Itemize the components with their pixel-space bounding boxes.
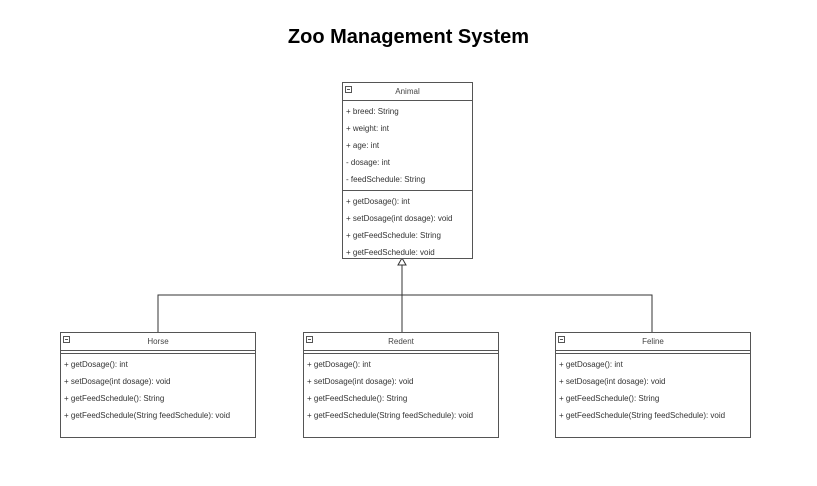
method: + setDosage(int dosage): void bbox=[559, 377, 666, 386]
method: + setDosage(int dosage): void bbox=[307, 377, 414, 386]
collapse-icon[interactable] bbox=[306, 336, 313, 343]
method: + getFeedSchedule: String bbox=[346, 231, 441, 240]
methods-section: + getDosage(): int + setDosage(int dosag… bbox=[343, 191, 472, 263]
collapse-icon[interactable] bbox=[558, 336, 565, 343]
class-redent[interactable]: Redent + getDosage(): int + setDosage(in… bbox=[303, 332, 499, 438]
class-name: Redent bbox=[388, 337, 414, 346]
method: + setDosage(int dosage): void bbox=[64, 377, 171, 386]
collapse-icon[interactable] bbox=[345, 86, 352, 93]
collapse-icon[interactable] bbox=[63, 336, 70, 343]
method: + getFeedSchedule(String feedSchedule): … bbox=[559, 411, 726, 420]
attribute: - feedSchedule: String bbox=[346, 175, 426, 184]
methods-section: + getDosage(): int + setDosage(int dosag… bbox=[556, 354, 750, 426]
attribute: - dosage: int bbox=[346, 158, 391, 167]
class-redent-header: Redent bbox=[304, 333, 498, 350]
method: + getDosage(): int bbox=[307, 360, 371, 369]
method: + getFeedSchedule(String feedSchedule): … bbox=[307, 411, 474, 420]
divider bbox=[343, 190, 472, 191]
attribute: + weight: int bbox=[346, 124, 389, 133]
generalization-arrowhead bbox=[397, 256, 407, 266]
empty-attributes-divider bbox=[304, 350, 498, 354]
method: + getDosage(): int bbox=[64, 360, 128, 369]
divider bbox=[343, 100, 472, 101]
methods-section: + getDosage(): int + setDosage(int dosag… bbox=[304, 354, 498, 426]
class-name: Horse bbox=[147, 337, 169, 346]
empty-attributes-divider bbox=[556, 350, 750, 354]
class-animal[interactable]: Animal + breed: String + weight: int + a… bbox=[342, 82, 473, 259]
connector-feline bbox=[402, 294, 653, 333]
method: + setDosage(int dosage): void bbox=[346, 214, 453, 223]
class-horse-header: Horse bbox=[61, 333, 255, 350]
method: + getDosage(): int bbox=[559, 360, 623, 369]
class-animal-header: Animal bbox=[343, 83, 472, 100]
method: + getFeedSchedule(): String bbox=[64, 394, 165, 403]
empty-attributes-divider bbox=[61, 350, 255, 354]
attribute: + breed: String bbox=[346, 107, 399, 116]
method: + getFeedSchedule(String feedSchedule): … bbox=[64, 411, 231, 420]
class-horse[interactable]: Horse + getDosage(): int + setDosage(int… bbox=[60, 332, 256, 438]
connector-horse bbox=[157, 294, 402, 333]
diagram-title: Zoo Management System bbox=[287, 26, 530, 48]
attributes-section: + breed: String + weight: int + age: int… bbox=[343, 101, 472, 190]
method: + getFeedSchedule: void bbox=[346, 248, 435, 257]
method: + getFeedSchedule(): String bbox=[559, 394, 660, 403]
class-feline[interactable]: Feline + getDosage(): int + setDosage(in… bbox=[555, 332, 751, 438]
class-feline-header: Feline bbox=[556, 333, 750, 350]
class-name: Animal bbox=[395, 87, 420, 96]
class-name: Feline bbox=[642, 337, 664, 346]
method: + getFeedSchedule(): String bbox=[307, 394, 408, 403]
method: + getDosage(): int bbox=[346, 197, 410, 206]
attribute: + age: int bbox=[346, 141, 380, 150]
methods-section: + getDosage(): int + setDosage(int dosag… bbox=[61, 354, 255, 426]
